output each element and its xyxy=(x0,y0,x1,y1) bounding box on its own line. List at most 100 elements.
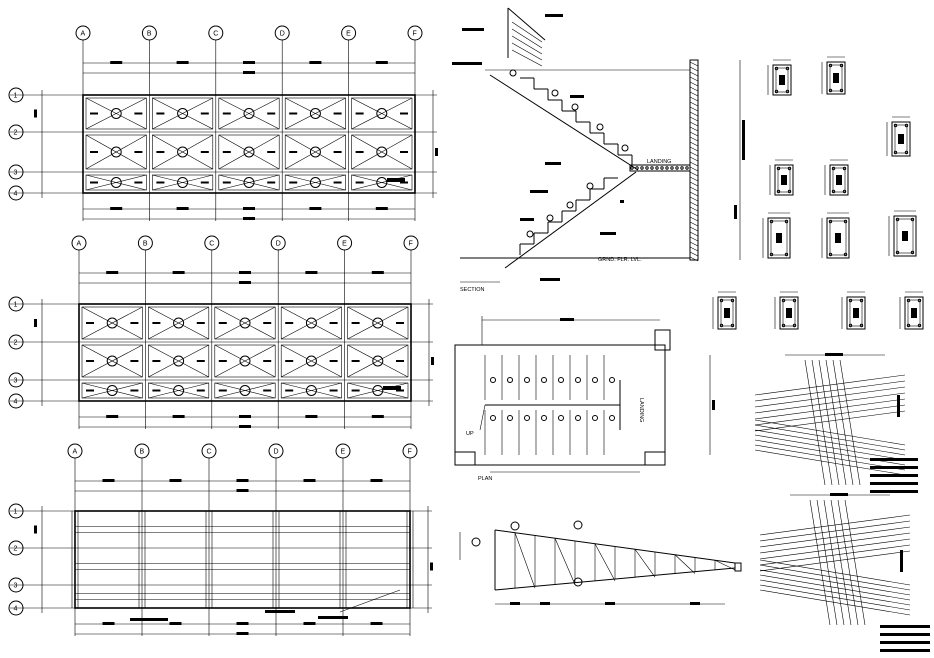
slab-panel-border xyxy=(148,344,210,378)
rebar-diagonal xyxy=(594,543,616,581)
annotation-mark xyxy=(375,61,388,64)
slab-tag xyxy=(305,317,317,329)
plan-label: PLAN xyxy=(478,476,492,482)
rebar xyxy=(784,219,789,224)
annotation-mark xyxy=(169,479,182,482)
annotation-mark xyxy=(285,389,294,392)
handrail xyxy=(507,7,546,41)
annotation-mark xyxy=(130,322,139,324)
step-tag xyxy=(541,415,547,421)
slab-tag xyxy=(110,177,122,188)
column-stirrup xyxy=(829,220,847,256)
annotation-mark xyxy=(329,360,338,362)
wall-hatch xyxy=(689,91,699,97)
annotation-mark xyxy=(318,616,348,619)
handrail-bar xyxy=(511,42,543,61)
grid-label-row-2: 2 xyxy=(14,340,18,347)
wall-hatch xyxy=(689,206,699,212)
step-tag xyxy=(507,415,513,421)
grid-bubble xyxy=(8,334,24,350)
annotation-mark xyxy=(786,308,792,318)
grid-bubble xyxy=(402,443,418,459)
wall-hatch xyxy=(689,221,699,227)
annotation-mark xyxy=(900,550,903,572)
step-tag xyxy=(524,377,530,383)
rebar-diagonal xyxy=(514,532,536,589)
rebar xyxy=(831,189,836,194)
wall-hatch xyxy=(689,246,699,252)
slab-panel-border xyxy=(351,134,413,170)
rebar xyxy=(784,252,789,257)
column-section xyxy=(821,212,850,259)
slab-panel-border xyxy=(284,174,346,191)
slab-tag xyxy=(106,355,118,367)
step-tag xyxy=(490,415,496,421)
annotation-mark xyxy=(239,281,251,284)
beam-bar xyxy=(754,419,906,446)
annotation-mark xyxy=(169,622,182,625)
beam-bar xyxy=(759,589,911,616)
grid-bubble xyxy=(337,235,353,251)
grid-label-row-1: 1 xyxy=(14,302,18,309)
grid-label-D: D xyxy=(280,31,285,38)
slab-panel-border xyxy=(152,134,214,170)
slab-tag xyxy=(110,108,122,119)
step-tag xyxy=(566,201,574,209)
annotation-mark xyxy=(396,360,404,362)
annotation-mark xyxy=(196,360,205,362)
slab-panel xyxy=(81,382,143,399)
beam-bar xyxy=(754,449,906,476)
grid-bubble xyxy=(8,540,24,556)
rebar-diagonal xyxy=(714,559,736,571)
rebar xyxy=(776,189,781,194)
wall-hatch xyxy=(689,231,699,237)
slab-panel-border xyxy=(81,344,143,378)
wall-hatch xyxy=(689,136,699,142)
slab-tag xyxy=(372,355,384,367)
grid-label-E: E xyxy=(346,31,351,38)
grid-label-A: A xyxy=(77,241,82,248)
wall-hatch xyxy=(689,201,699,207)
step-tag xyxy=(621,144,629,152)
rebar xyxy=(776,166,781,171)
wall-hatch xyxy=(689,101,699,107)
wall-hatch xyxy=(689,141,699,147)
grid-label-B: B xyxy=(147,31,152,38)
annotation-mark xyxy=(870,482,918,485)
annotation-mark xyxy=(605,602,615,605)
annotation-mark xyxy=(370,479,383,482)
annotation-mark xyxy=(176,61,189,64)
building-outline xyxy=(78,303,412,402)
grid-label-row-3: 3 xyxy=(14,378,18,385)
grid-bubble xyxy=(403,235,419,251)
handrail-bar xyxy=(511,35,543,55)
slab-panel-border xyxy=(280,382,342,399)
waist-slab-soffit xyxy=(489,74,639,171)
step-tag xyxy=(524,415,530,421)
rebar xyxy=(781,323,786,328)
slab-panel xyxy=(152,97,214,130)
slab-tag xyxy=(376,177,388,188)
annotation-mark xyxy=(333,112,342,115)
annotation-mark xyxy=(545,162,561,165)
annotation-mark xyxy=(156,112,165,115)
grid-bubble xyxy=(8,164,24,180)
annotation-mark xyxy=(396,389,404,392)
column-outline xyxy=(774,164,794,196)
wall xyxy=(689,59,699,261)
slab-panel xyxy=(351,97,413,130)
rebar xyxy=(792,323,797,328)
slab-panel-border xyxy=(148,382,210,399)
step-tag xyxy=(551,89,559,97)
slab-diagonal xyxy=(85,134,147,170)
beam-bar xyxy=(759,584,911,611)
step-tag xyxy=(541,377,547,383)
slab-panel xyxy=(280,344,342,378)
slab-tag xyxy=(239,355,251,367)
beam-bar xyxy=(759,538,911,560)
annotation-mark xyxy=(130,618,168,621)
slab-panel xyxy=(81,344,143,378)
column-section xyxy=(769,159,794,196)
beam-bar xyxy=(754,380,906,402)
column-outline xyxy=(717,296,737,330)
